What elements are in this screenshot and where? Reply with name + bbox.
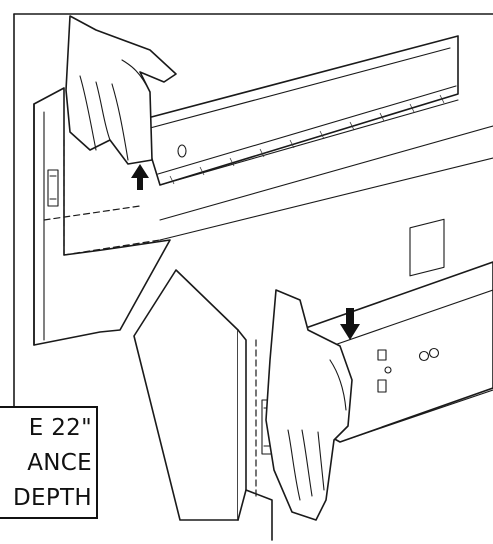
upper-hand bbox=[65, 15, 177, 165]
lower-cabinet-panel bbox=[133, 269, 239, 521]
rail-bracket bbox=[409, 218, 445, 277]
lower-drawer-scene bbox=[133, 218, 493, 541]
lower-hand bbox=[265, 289, 353, 521]
dimension-note-box: E 22" ANCE DEPTH bbox=[0, 406, 98, 519]
note-line-1: E 22" bbox=[28, 415, 92, 441]
rail-hatching bbox=[169, 94, 445, 185]
bracket-hole-1 bbox=[418, 350, 430, 362]
upper-drawer-scene bbox=[33, 15, 493, 346]
panel-clip bbox=[47, 169, 59, 207]
up-arrow-icon bbox=[131, 164, 149, 190]
note-line-2: ANCE bbox=[27, 450, 92, 476]
note-line-3: DEPTH bbox=[13, 485, 92, 511]
bracket-hole-2 bbox=[428, 347, 440, 359]
upper-slide-rail bbox=[139, 35, 459, 186]
lower-drawer-front bbox=[237, 329, 247, 521]
rail-hole bbox=[177, 144, 187, 158]
down-arrow-icon bbox=[340, 308, 360, 340]
